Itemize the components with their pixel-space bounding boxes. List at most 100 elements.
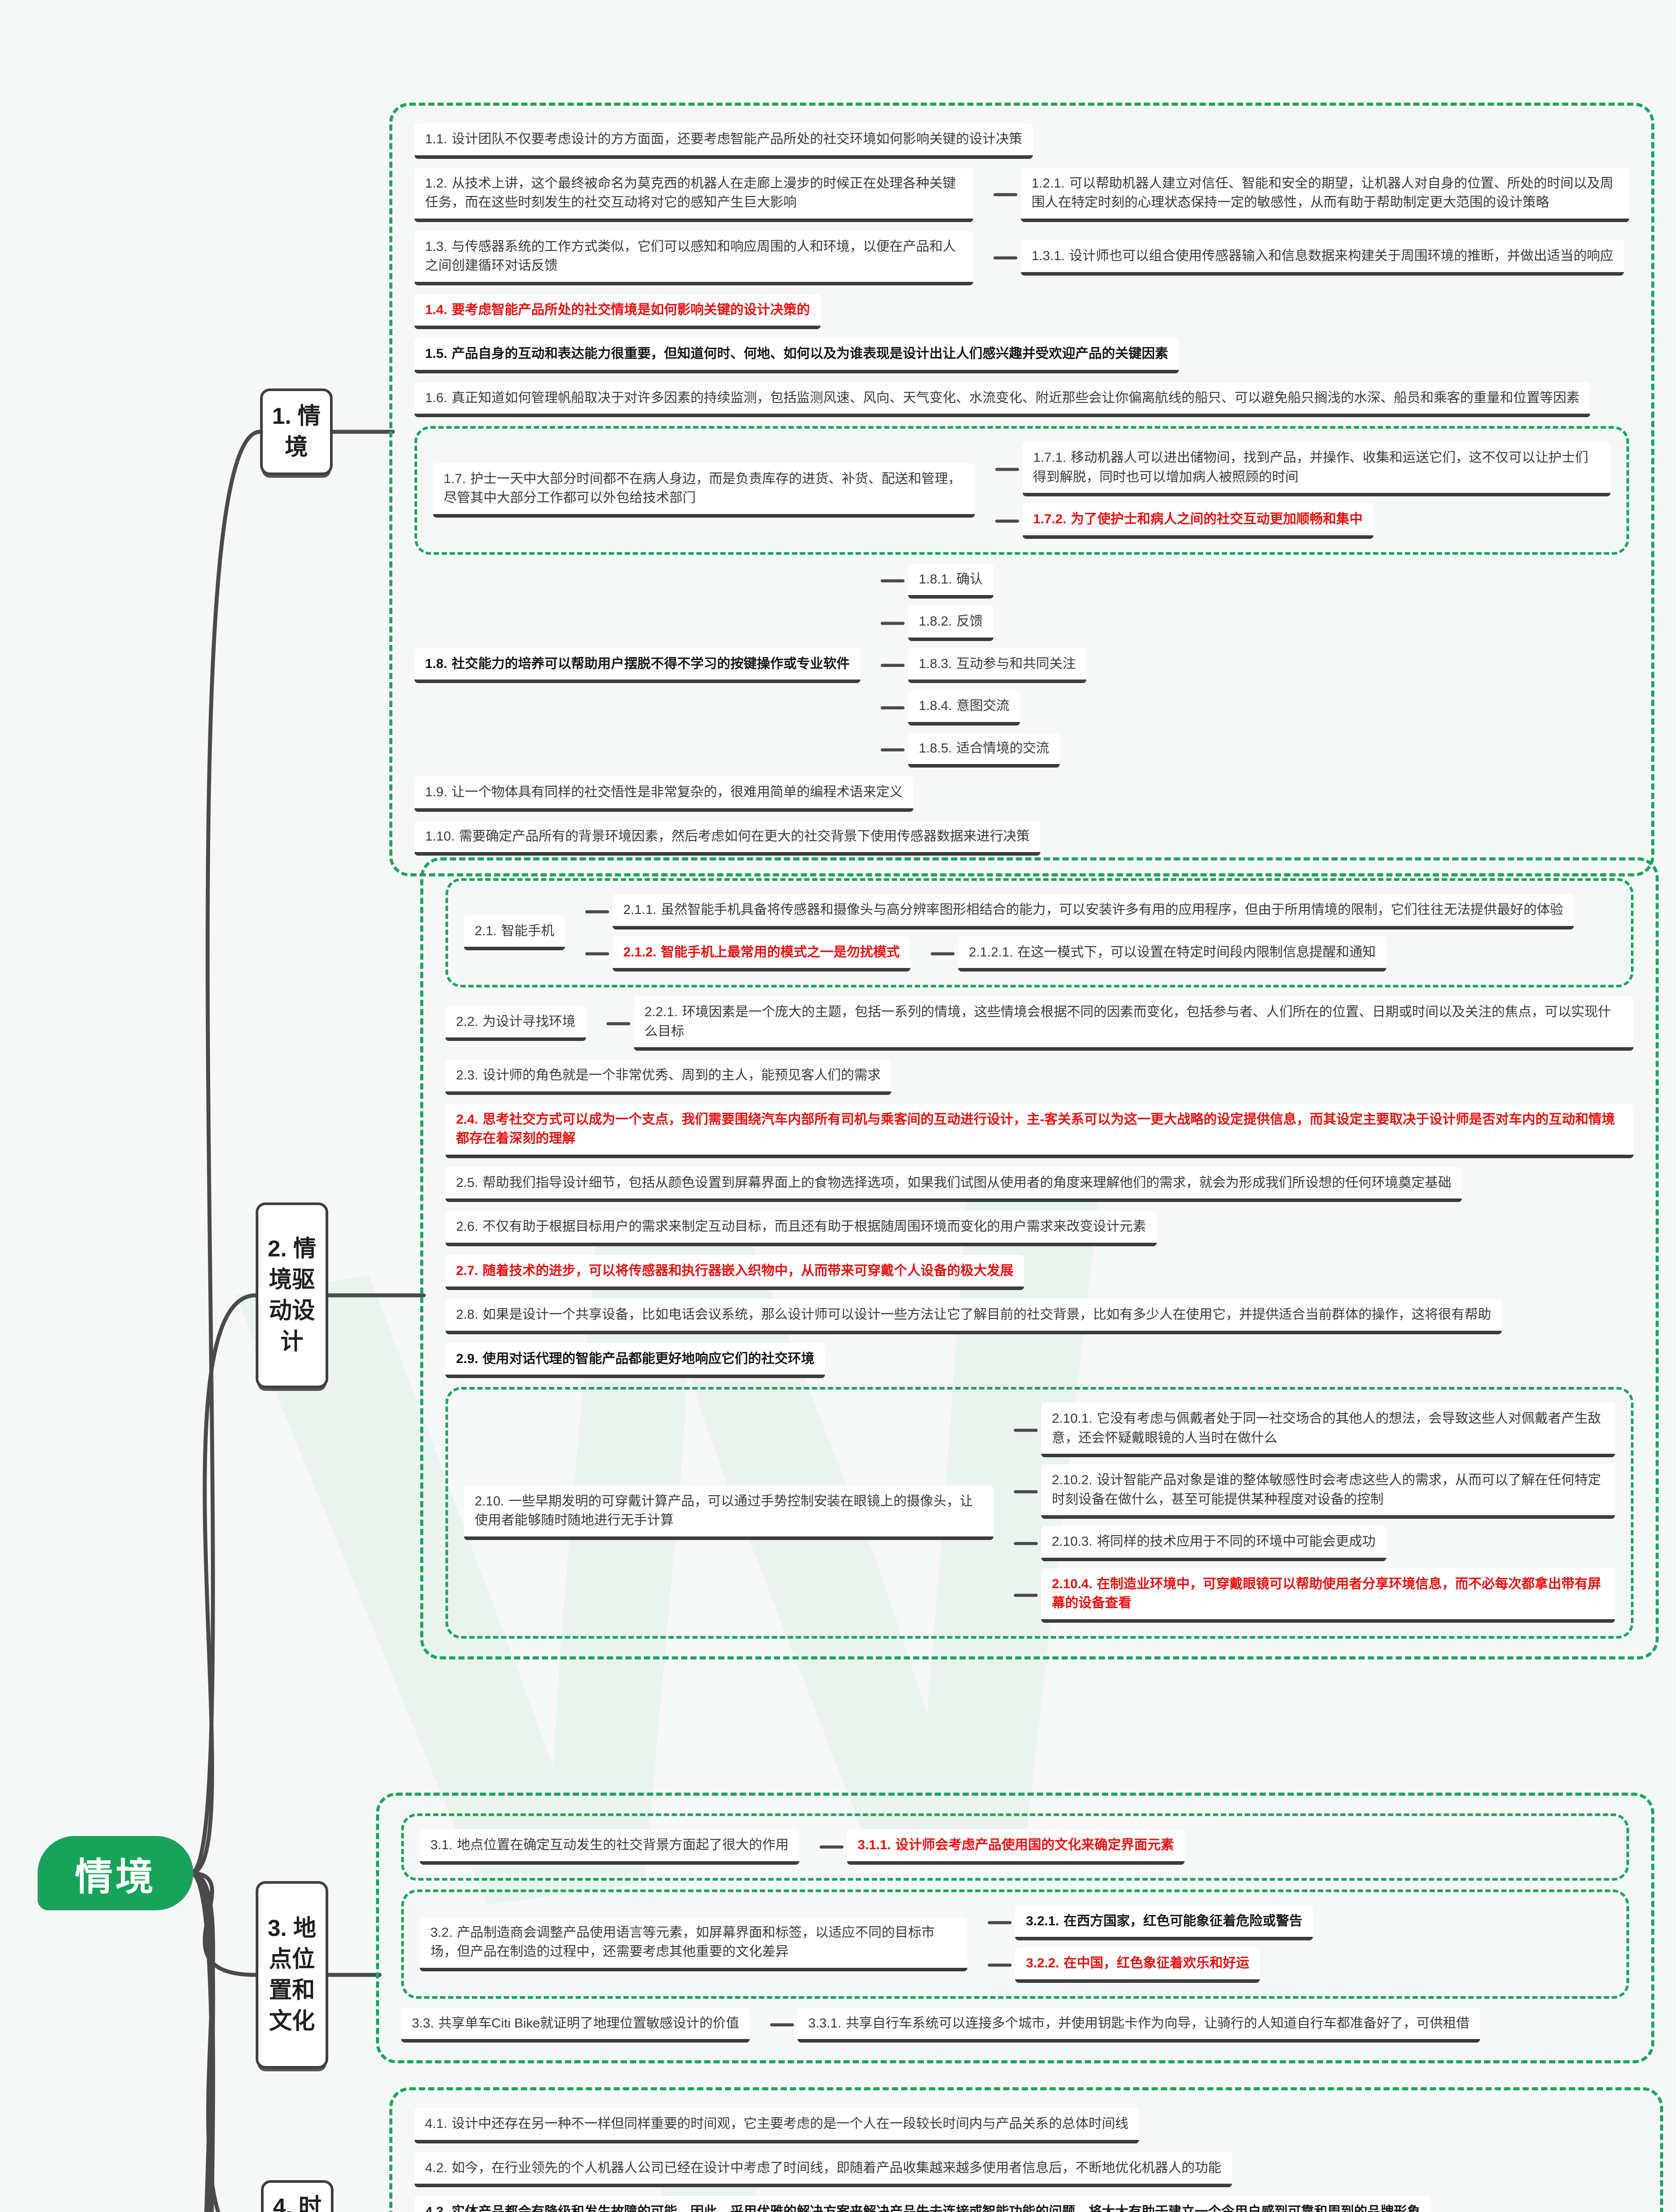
mindmap-node[interactable]: 1.8.1.确认 [908, 563, 994, 599]
mindmap-node[interactable]: 1.8.社交能力的培养可以帮助用户摆脱不得不学习的按键操作或专业软件 [414, 648, 861, 683]
node-number: 2.5. [456, 1175, 479, 1190]
mindmap-node[interactable]: 1.4. 要考虑智能产品所处的社交情境是如何影响关键的设计决策的 [414, 294, 821, 329]
mindmap-node[interactable]: 2.1.智能手机 [464, 915, 565, 951]
mindmap-row: 3.1.1.设计师会考虑产品使用国的文化来确定界面元素 [820, 1829, 1611, 1865]
mindmap-node[interactable]: 2.1.2.1.在这一模式下，可以设置在特定时间段内限制信息提醒和通知 [958, 936, 1387, 972]
mindmap-node[interactable]: 1.1. 设计团队不仅要考虑设计的方方面面，还要考虑智能产品所处的社交环境如何影响… [414, 123, 1033, 159]
node-children: 1.2.1.可以帮助机器人建立对信任、智能和安全的期望，让机器人对自身的位置、所… [993, 167, 1629, 222]
node-text: 如果是设计一个共享设备，比如电话会议系统，那么设计师可以设计一些方法让它了解目前… [483, 1307, 1492, 1322]
mindmap-node[interactable]: 2.2. 为设计寻找环境 [445, 1006, 587, 1041]
mindmap-node[interactable]: 2.3.设计师的角色就是一个非常优秀、周到的主人，能预见客人们的需求 [445, 1060, 892, 1095]
mindmap-node[interactable]: 4.3.实体产品都会有降级和发生故障的可能，因此，采用优雅的解决方案来解决产品失… [414, 2196, 1431, 2212]
node-text: 为设计寻找环境 [483, 1014, 576, 1029]
node-text: 要考虑智能产品所处的社交情境是如何影响关键的设计决策的 [452, 302, 810, 317]
node-number: 1.8.4. [919, 699, 952, 713]
node-text: 互动参与和共同关注 [956, 656, 1076, 671]
node-text: 从技术上讲，这个最终被命名为莫克西的机器人在走廊上漫步的时候正在处理各种关键任务… [425, 176, 956, 210]
node-text: 设计智能产品对象是谁的整体敏感性时会考虑这些人的需求，从而可以了解在任何特定时刻… [1051, 1473, 1601, 1507]
node-number: 1.5. [425, 346, 448, 361]
mindmap-row: 2.10.2.设计智能产品对象是谁的整体敏感性时会考虑这些人的需求，从而可以了解… [1014, 1464, 1615, 1519]
node-text: 帮助我们指导设计细节，包括从颜色设置到屏幕界面上的食物选择选项，如果我们试图从使… [483, 1175, 1452, 1190]
node-text: 需要确定产品所有的背景环境因素，然后考虑如何在更大的社交背景下使用传感器数据来进… [459, 829, 1030, 844]
node-text: 反馈 [956, 614, 983, 629]
node-number: 2.2. [456, 1014, 479, 1029]
mindmap-row: 2.1.1.虽然智能手机具备将传感器和摄像头与高分辨率图形相结合的能力，可以安装… [585, 894, 1615, 929]
mindmap-node[interactable]: 1.3.1.设计师也可以组合使用传感器输入和信息数据来构建关于周围环境的推断，并… [1021, 240, 1624, 276]
node-number: 4.1. [425, 2116, 448, 2131]
mindmap-row: 3.2.1.在西方国家，红色可能象征着危险或警告 [988, 1905, 1611, 1940]
node-children: 3.1.1.设计师会考虑产品使用国的文化来确定界面元素 [820, 1829, 1611, 1865]
node-text: 设计团队不仅要考虑设计的方方面面，还要考虑智能产品所处的社交环境如何影响关键的设… [452, 132, 1023, 146]
mindmap-node[interactable]: 2.1.1.虽然智能手机具备将传感器和摄像头与高分辨率图形相结合的能力，可以安装… [613, 894, 1574, 929]
mindmap-node[interactable]: 2.10.2.设计智能产品对象是谁的整体敏感性时会考虑这些人的需求，从而可以了解… [1041, 1464, 1615, 1519]
node-text: 将同样的技术应用于不同的环境中可能会更成功 [1097, 1534, 1376, 1549]
mindmap-node[interactable]: 3.2.1.在西方国家，红色可能象征着危险或警告 [1015, 1905, 1313, 1940]
node-number: 1.1. [425, 132, 448, 146]
node-number: 3.3.1. [808, 2016, 842, 2031]
node-number: 2.1.2.1. [969, 945, 1013, 960]
mindmap-node[interactable]: 2.1.2. 智能手机上最常用的模式之一是勿扰模式 [613, 936, 911, 972]
node-text: 智能手机 [501, 923, 555, 938]
mindmap-row: 1.8.3.互动参与和共同关注 [881, 648, 1629, 683]
node-text: 设计中还存在另一种不一样但同样重要的时间观，它主要考虑的是一个人在一段较长时间内… [452, 2116, 1129, 2131]
mindmap-node[interactable]: 1.7.2.为了使护士和病人之间的社交互动更加顺畅和集中 [1022, 503, 1373, 539]
node-text: 智能手机上最常用的模式之一是勿扰模式 [661, 945, 900, 960]
branch-label-1[interactable]: 1. 情境 [260, 388, 333, 475]
node-children: 2.2.1.环境因素是一个庞大的主题，包括一系列的情境，这些情境会根据不同的因素… [606, 996, 1634, 1051]
mindmap-node[interactable]: 1.2.从技术上讲，这个最终被命名为莫克西的机器人在走廊上漫步的时候正在处理各种… [414, 167, 974, 222]
mindmap-row: 1.7.1.移动机器人可以进出储物间，找到产品，并操作、收集和运送它们，这不仅可… [995, 442, 1611, 496]
mindmap-node[interactable]: 1.10.需要确定产品所有的背景环境因素，然后考虑如何在更大的社交背景下使用传感… [414, 820, 1040, 856]
mindmap-row: 2.8.如果是设计一个共享设备，比如电话会议系统，那么设计师可以设计一些方法让它… [445, 1299, 1634, 1334]
mindmap-node[interactable]: 3.3.共享单车Citi Bike就证明了地理位置敏感设计的价值 [401, 2007, 750, 2043]
mindmap-node[interactable]: 2.6.不仅有助于根据目标用户的需求来制定互动目标，而且还有助于根据随周围环境而… [445, 1211, 1157, 1246]
node-children: 1.3.1.设计师也可以组合使用传感器输入和信息数据来构建关于周围环境的推断，并… [993, 240, 1629, 276]
mindmap-node[interactable]: 3.3.1.共享自行车系统可以连接多个城市，并使用钥匙卡作为向导，让骑行的人知道… [798, 2007, 1480, 2043]
mindmap-row: 3.3.共享单车Citi Bike就证明了地理位置敏感设计的价值 3.3.1.共享… [401, 2007, 1629, 2043]
mindmap-node[interactable]: 2.7.随着技术的进步，可以将传感器和执行器嵌入织物中，从而带来可穿戴个人设备的… [445, 1255, 1024, 1290]
mindmap-node[interactable]: 4.1. 设计中还存在另一种不一样但同样重要的时间观，它主要考虑的是一个人在一段较… [414, 2108, 1139, 2143]
mindmap-node[interactable]: 2.8.如果是设计一个共享设备，比如电话会议系统，那么设计师可以设计一些方法让它… [445, 1299, 1502, 1334]
section-box-4: 4.1. 设计中还存在另一种不一样但同样重要的时间观，它主要考虑的是一个人在一段较… [389, 2087, 1663, 2212]
section-box-2: 2.1.智能手机 2.1.1.虽然智能手机具备将传感器和摄像头与高分辨率图形相结合… [420, 857, 1659, 1659]
mindmap-node[interactable]: 1.6.真正知道如何管理帆船取决于对许多因素的持续监测，包括监测风速、风向、天气… [414, 382, 1591, 417]
mindmap-node[interactable]: 3.1.1.设计师会考虑产品使用国的文化来确定界面元素 [847, 1829, 1185, 1865]
mindmap-row: 2.10.1.它没有考虑与佩戴者处于同一社交场合的其他人的想法，会导致这些人对佩… [1014, 1403, 1615, 1457]
mindmap-node[interactable]: 1.8.5.适合情境的交流 [908, 732, 1060, 768]
mindmap-node[interactable]: 1.8.2.反馈 [908, 606, 994, 641]
mindmap-node[interactable]: 2.10.1.它没有考虑与佩戴者处于同一社交场合的其他人的想法，会导致这些人对佩… [1041, 1403, 1615, 1457]
node-text: 在中国，红色象征着欢乐和好运 [1063, 1956, 1250, 1970]
mindmap-row: 2.6.不仅有助于根据目标用户的需求来制定互动目标，而且还有助于根据随周围环境而… [445, 1211, 1634, 1246]
mindmap-row: 1.8.社交能力的培养可以帮助用户摆脱不得不学习的按键操作或专业软件 1.8.1.… [414, 563, 1629, 768]
node-number: 2.10.1. [1051, 1411, 1093, 1426]
mindmap-node[interactable]: 2.5. 帮助我们指导设计细节，包括从颜色设置到屏幕界面上的食物选择选项，如果我们… [445, 1167, 1462, 1202]
mindmap-node[interactable]: 1.2.1.可以帮助机器人建立对信任、智能和安全的期望，让机器人对自身的位置、所… [1021, 167, 1629, 222]
branch-label-4[interactable]: 4. 时间线和计时 [261, 2180, 334, 2212]
mindmap-node[interactable]: 2.2.1.环境因素是一个庞大的主题，包括一系列的情境，这些情境会根据不同的因素… [634, 996, 1634, 1051]
node-number: 1.6. [425, 390, 448, 405]
mindmap-node[interactable]: 1.7.1.移动机器人可以进出储物间，找到产品，并操作、收集和运送它们，这不仅可… [1022, 442, 1611, 496]
node-number: 4.3. [425, 2204, 448, 2212]
mindmap-row: 2.2. 为设计寻找环境 2.2.1.环境因素是一个庞大的主题，包括一系列的情境，这… [445, 996, 1634, 1051]
node-number: 2.1.2. [623, 945, 657, 960]
mindmap-node[interactable]: 1.9.让一个物体具有同样的社交悟性是非常复杂的，很难用简单的编程术语来定义 [414, 776, 914, 812]
branch-label-3[interactable]: 3. 地点位置和文化 [256, 1881, 328, 2069]
mindmap-node[interactable]: 1.5.产品自身的互动和表达能力很重要，但知道何时、何地、如何以及为谁表现是设计… [414, 338, 1179, 373]
mindmap-node[interactable]: 3.2.产品制造商会调整产品使用语言等元素，如屏幕界面和标签，以适应不同的目标市… [420, 1916, 968, 1971]
mindmap-node[interactable]: 4.2.如今，在行业领先的个人机器人公司已经在设计中考虑了时间线，即随着产品收集… [414, 2152, 1232, 2187]
node-number: 2.7. [456, 1263, 479, 1278]
mindmap-node[interactable]: 2.10.4.在制造业环境中，可穿戴眼镜可以帮助使用者分享环境信息，而不必每次都… [1041, 1568, 1615, 1623]
mindmap-node[interactable]: 1.8.3.互动参与和共同关注 [908, 648, 1087, 683]
mindmap-node[interactable]: 3.1.地点位置在确定互动发生的社交背景方面起了很大的作用 [420, 1829, 800, 1865]
mindmap-node[interactable]: 3.2.2.在中国，红色象征着欢乐和好运 [1015, 1947, 1260, 1983]
mindmap-node[interactable]: 1.3.与传感器系统的工作方式类似，它们可以感知和响应周围的人和环境，以便在产品… [414, 230, 974, 285]
branch-label-2[interactable]: 2. 情境驱动设计 [256, 1202, 328, 1388]
mindmap-node[interactable]: 2.9.使用对话代理的智能产品都能更好地响应它们的社交环境 [445, 1343, 825, 1378]
node-text: 使用对话代理的智能产品都能更好地响应它们的社交环境 [483, 1351, 815, 1366]
mindmap-node[interactable]: 2.10.3.将同样的技术应用于不同的环境中可能会更成功 [1041, 1526, 1386, 1561]
central-topic[interactable]: 情境 [38, 1836, 193, 1910]
mindmap-node[interactable]: 1.8.4.意图交流 [908, 690, 1020, 726]
mindmap-node[interactable]: 2.10.一些早期发明的可穿戴计算产品，可以通过手势控制安装在眼镜上的摄像头，让… [464, 1485, 993, 1540]
mindmap-node[interactable]: 1.7.护士一天中大部分时间都不在病人身边，而是负责库存的进货、补货、配送和管理… [433, 463, 975, 518]
mindmap-node[interactable]: 2.4.思考社交方式可以成为一个支点，我们需要围绕汽车内部所有司机与乘客间的互动… [445, 1103, 1634, 1158]
node-number: 1.4. [425, 302, 448, 317]
